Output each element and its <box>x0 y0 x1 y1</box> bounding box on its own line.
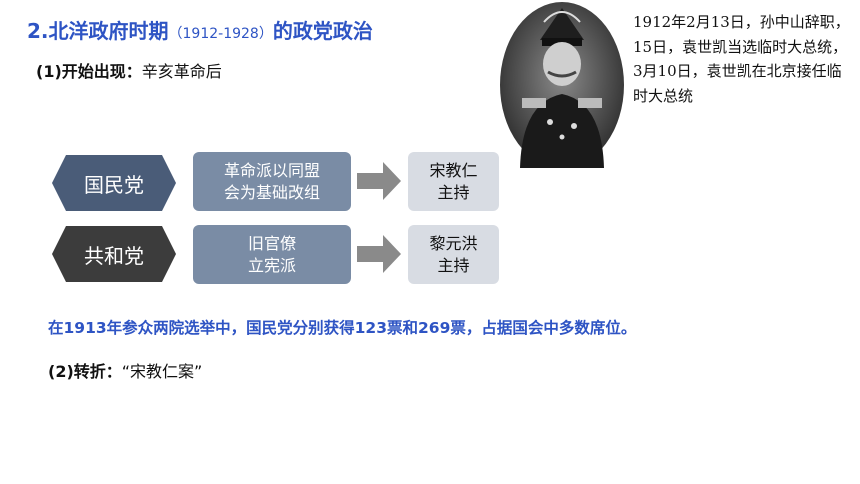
title-years: （1912-1928） <box>168 26 273 42</box>
turn-line: (2)转折：“宋教仁案” <box>48 358 202 382</box>
party-label-kmt: 国民党 <box>52 155 176 211</box>
republican-basis-line1: 旧官僚 <box>247 233 296 253</box>
republican-basis-box: 旧官僚立宪派 <box>193 225 351 284</box>
republican-leader-name: 黎元洪 <box>429 233 478 253</box>
turn-value: “宋教仁案” <box>121 362 203 381</box>
kmt-leader-name: 宋教仁 <box>429 160 478 180</box>
republican-basis-line2: 立宪派 <box>247 255 296 275</box>
party-label-republican: 共和党 <box>52 226 176 282</box>
election-result: 在1913年参众两院选举中，国民党分别获得123票和269票，占据国会中多数席位… <box>48 319 637 337</box>
slide-title: 2.北洋政府时期（1912-1928）的政党政治 <box>27 15 373 44</box>
kmt-basis-line1: 革命派以同盟 <box>223 160 320 180</box>
kmt-basis-line2: 会为基础改组 <box>223 182 320 202</box>
turn-label: (2)转折： <box>48 362 122 381</box>
start-value: 辛亥革命后 <box>141 62 222 81</box>
start-line: (1)开始出现：辛亥革命后 <box>36 58 222 82</box>
kmt-leader-role: 主持 <box>437 182 470 202</box>
republican-leader-role: 主持 <box>437 255 470 275</box>
title-tail: 的政党政治 <box>272 19 373 43</box>
start-label: (1)开始出现： <box>36 62 142 81</box>
history-note: 1912年2月13日，孙中山辞职，15日，袁世凯当选临时大总统，3月10日，袁世… <box>633 13 850 105</box>
arrow-right-icon <box>357 162 401 200</box>
kmt-leader-box: 宋教仁主持 <box>408 152 499 211</box>
title-main: 2.北洋政府时期 <box>27 19 169 43</box>
yuan-shikai-portrait <box>500 2 624 168</box>
kmt-basis-box: 革命派以同盟会为基础改组 <box>193 152 351 211</box>
republican-leader-box: 黎元洪主持 <box>408 225 499 284</box>
arrow-right-icon <box>357 235 401 273</box>
